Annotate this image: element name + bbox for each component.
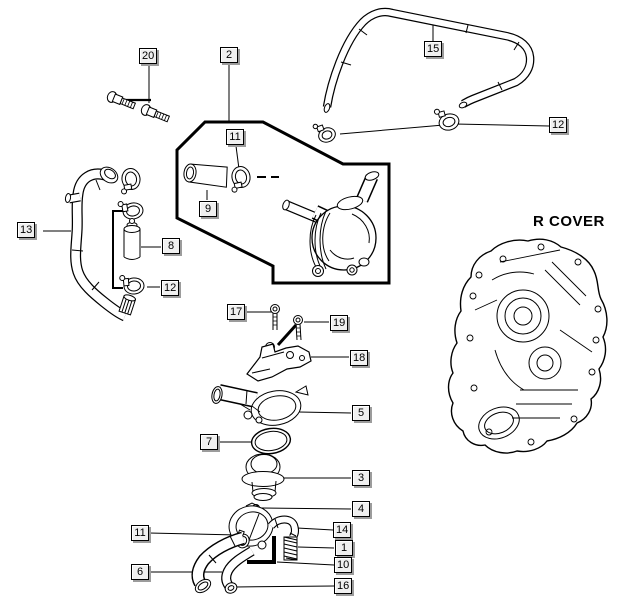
tube-8-drawing <box>123 218 141 260</box>
callout-12-top[interactable]: 12 <box>549 117 568 133</box>
water-pump-drawing <box>282 171 380 277</box>
callout-18[interactable]: 18 <box>350 350 369 366</box>
callout-10[interactable]: 10 <box>334 557 353 573</box>
callout-17[interactable]: 17 <box>227 304 246 320</box>
callout-20[interactable]: 20 <box>139 48 158 64</box>
callout-13[interactable]: 13 <box>17 222 36 238</box>
callout-11-upper[interactable]: 11 <box>226 129 244 145</box>
clamp-8-top-drawing <box>117 201 144 220</box>
clamp-13-top-drawing <box>121 168 141 195</box>
callout-12-left[interactable]: 12 <box>161 280 180 296</box>
bracket-18-drawing <box>246 342 312 382</box>
bolt-19-drawing <box>276 315 303 347</box>
thermostat-3-drawing <box>241 453 285 501</box>
hose-9-drawing <box>183 163 228 188</box>
hose-6-drawing <box>191 531 255 594</box>
bolt-pair-20-drawing <box>106 91 171 123</box>
callout-4[interactable]: 4 <box>352 501 370 517</box>
bolt-17-drawing <box>270 304 280 330</box>
pipe-10-drawing <box>247 536 276 564</box>
breakout-polygon <box>175 120 391 285</box>
clamp-11-drawing <box>231 166 251 193</box>
spring-1-drawing <box>283 536 298 561</box>
callout-5[interactable]: 5 <box>352 405 370 421</box>
callout-1[interactable]: 1 <box>335 540 353 556</box>
hose-15-drawing <box>322 7 535 113</box>
callout-3[interactable]: 3 <box>352 470 370 486</box>
callout-7[interactable]: 7 <box>200 434 218 450</box>
clamp-12a-drawing <box>312 123 336 143</box>
clamp-12-left-drawing <box>119 274 145 295</box>
callout-9[interactable]: 9 <box>199 201 217 217</box>
r-cover-label: R COVER <box>533 213 605 230</box>
callout-14[interactable]: 14 <box>333 522 352 538</box>
clamp-12b-drawing <box>433 108 460 131</box>
callout-16[interactable]: 16 <box>334 578 353 594</box>
callout-19[interactable]: 19 <box>330 315 349 331</box>
callout-2[interactable]: 2 <box>220 47 238 63</box>
outlet-elbow-5-drawing <box>211 384 309 426</box>
callout-15[interactable]: 15 <box>424 41 443 57</box>
o-ring-7-drawing <box>250 427 292 455</box>
right-cover-drawing <box>447 238 608 454</box>
callout-6[interactable]: 6 <box>131 564 149 580</box>
cap-16-drawing <box>224 582 238 594</box>
hose-14-drawing <box>268 515 300 541</box>
hose-13-drawing <box>64 166 137 322</box>
callout-11-lower[interactable]: 11 <box>131 525 149 541</box>
callout-8[interactable]: 8 <box>162 238 180 254</box>
